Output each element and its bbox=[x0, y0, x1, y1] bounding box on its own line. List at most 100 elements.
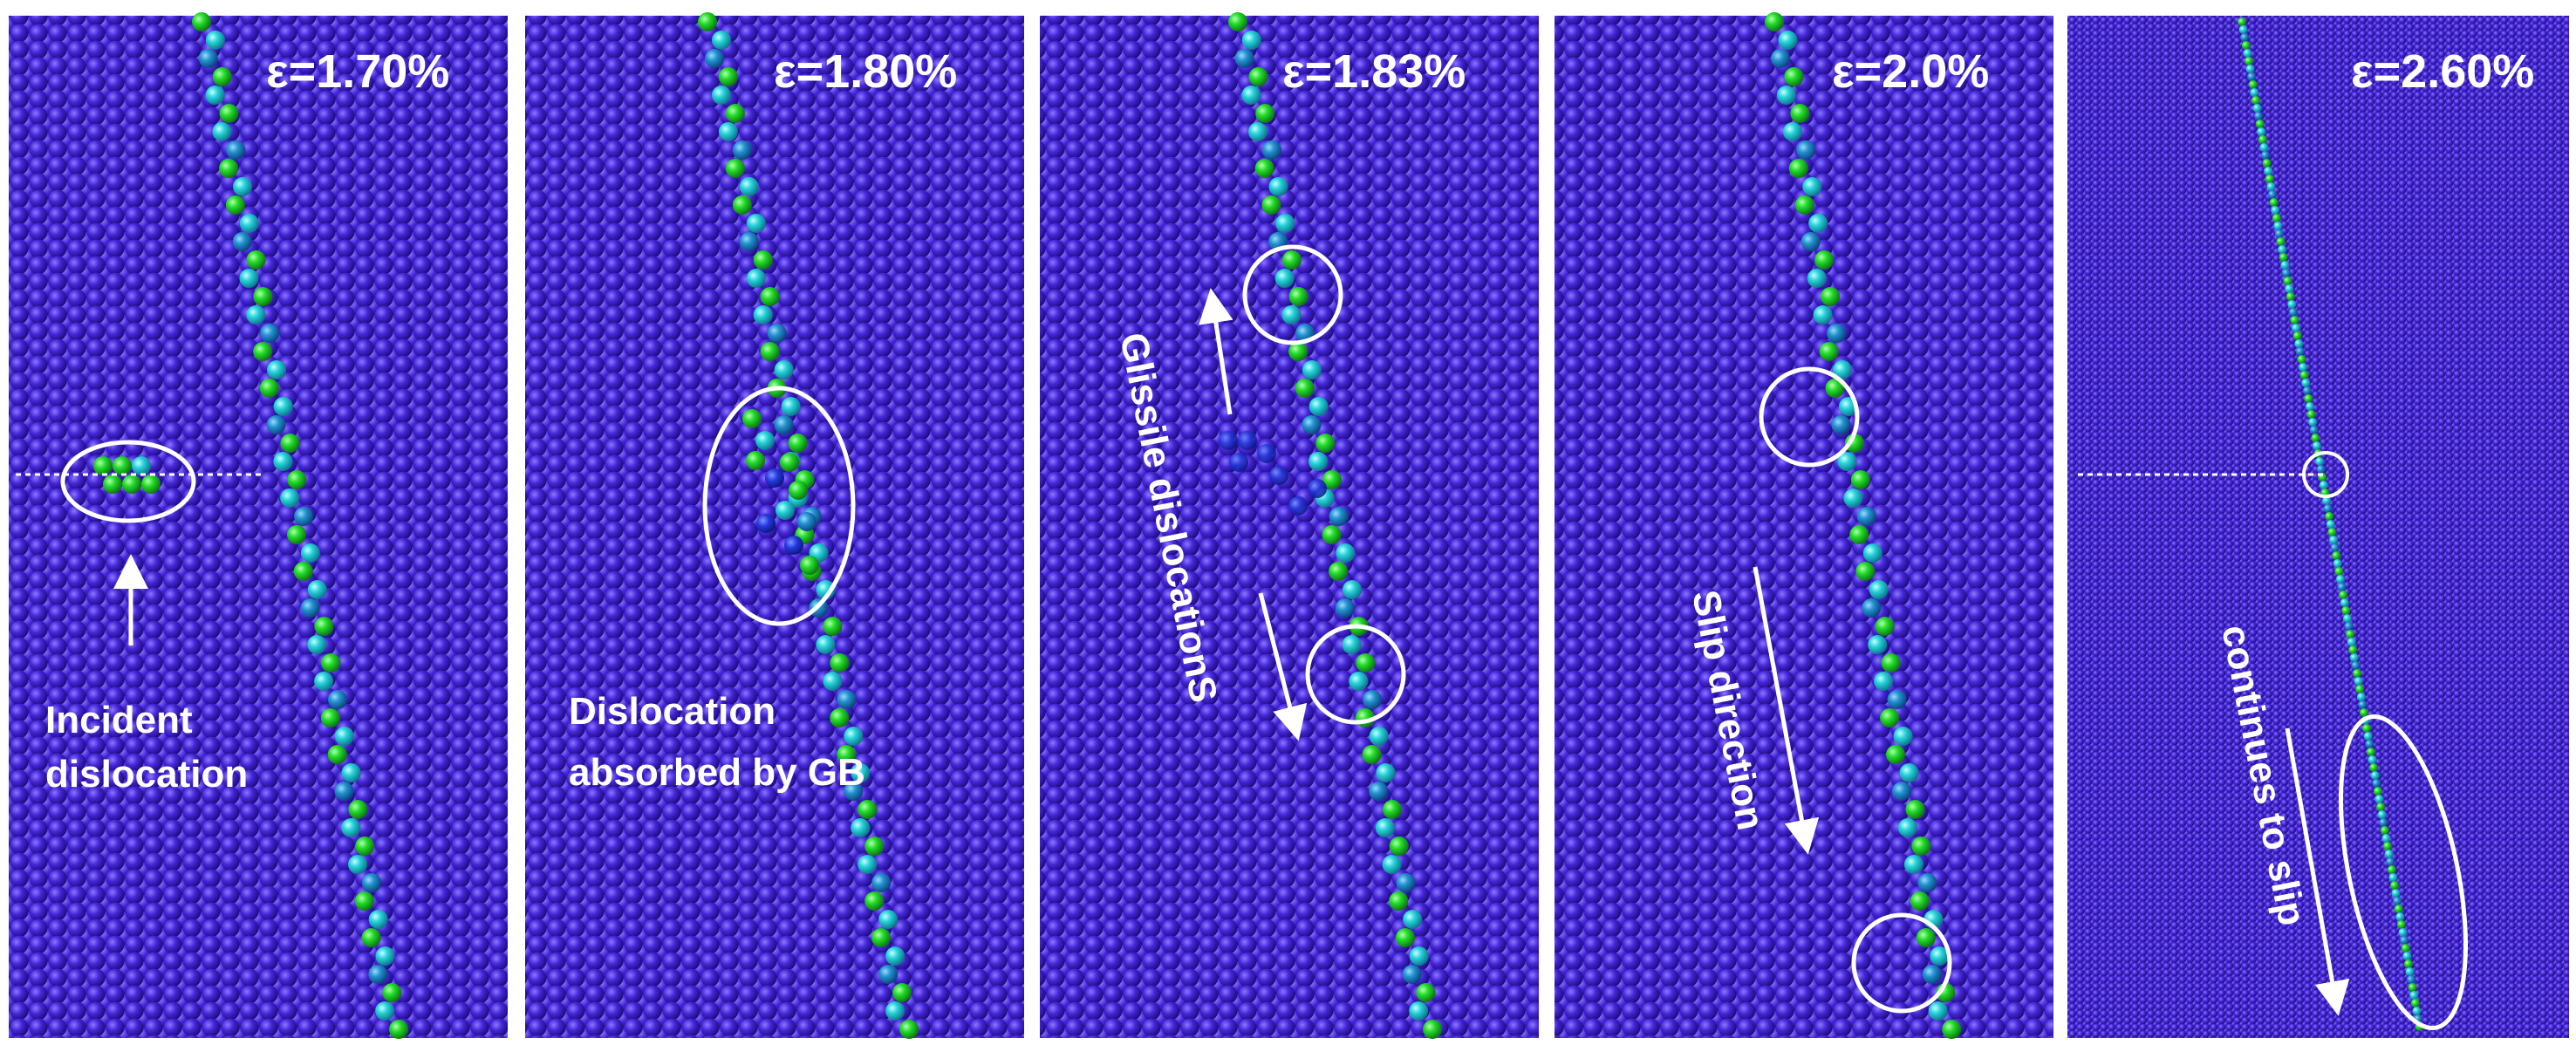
gb-atom bbox=[732, 195, 752, 215]
gb-atom bbox=[212, 122, 232, 141]
gb-atom bbox=[1875, 617, 1895, 636]
gb-atom bbox=[1389, 891, 1409, 911]
panel-5: ε=2.60% continues to slip bbox=[2067, 16, 2569, 1038]
gb-atom bbox=[1790, 104, 1810, 123]
gb-atom bbox=[712, 31, 731, 50]
gb-atom bbox=[1403, 910, 1423, 929]
gb-atom bbox=[2325, 512, 2334, 521]
gb-atom bbox=[341, 818, 361, 837]
gb-atom bbox=[280, 488, 300, 508]
gb-atom bbox=[2308, 418, 2318, 427]
gb-atom bbox=[1376, 763, 1396, 782]
gb-atom bbox=[2278, 245, 2287, 254]
gb-atom bbox=[2333, 559, 2342, 568]
gb-atom bbox=[2272, 214, 2281, 222]
panel-4-slip-arrow bbox=[1753, 566, 1820, 855]
gb-atom bbox=[321, 653, 341, 673]
gb-atom bbox=[2250, 88, 2259, 97]
gb-atom bbox=[899, 1020, 919, 1039]
gb-atom bbox=[1375, 818, 1395, 837]
gb-atom bbox=[2366, 748, 2375, 756]
gb-atom bbox=[2269, 198, 2279, 207]
gb-atom bbox=[851, 818, 871, 837]
gb-atom bbox=[232, 232, 252, 251]
gb-atom bbox=[1343, 580, 1362, 599]
gb-atom bbox=[2238, 17, 2246, 26]
gb-atom bbox=[2363, 732, 2373, 741]
gb-atom bbox=[2370, 771, 2380, 780]
gb-atom bbox=[2365, 740, 2374, 748]
gb-atom bbox=[2241, 41, 2251, 50]
gb-atom bbox=[1356, 653, 1376, 673]
gb-atom bbox=[2294, 339, 2304, 348]
gb-atom bbox=[2376, 803, 2386, 811]
gb-atom bbox=[1302, 415, 1322, 434]
gb-atom bbox=[219, 104, 239, 123]
panel-1-dislocation-circle bbox=[60, 440, 196, 523]
gb-atom bbox=[2348, 645, 2358, 654]
gb-atom bbox=[1416, 983, 1436, 1002]
panel-3-strain-label: ε=1.83% bbox=[1282, 45, 1466, 98]
gb-atom bbox=[1241, 31, 1261, 50]
gb-atom bbox=[1905, 800, 1925, 819]
gb-atom bbox=[1814, 250, 1835, 270]
gb-atom bbox=[273, 452, 293, 471]
gb-atom bbox=[267, 360, 286, 379]
gb-atom bbox=[2287, 300, 2297, 309]
gb-atom bbox=[1248, 67, 1268, 86]
gb-atom bbox=[2410, 999, 2420, 1007]
gb-atom bbox=[2312, 441, 2321, 450]
gb-atom bbox=[1308, 397, 1329, 416]
gb-atom bbox=[816, 635, 836, 654]
gb-atom bbox=[253, 287, 273, 306]
panel-2-annotation-line-1: Dislocation bbox=[569, 690, 776, 733]
gb-atom bbox=[2394, 905, 2403, 913]
gb-atom bbox=[314, 672, 334, 691]
gb-atom bbox=[1930, 946, 1950, 966]
gb-atom bbox=[1395, 928, 1415, 947]
gb-atom bbox=[1831, 415, 1851, 434]
gb-atom bbox=[1349, 672, 1369, 691]
gb-atom bbox=[287, 470, 307, 489]
gb-atom bbox=[328, 690, 347, 709]
gb-atom bbox=[2305, 402, 2314, 411]
gb-atom bbox=[192, 12, 211, 31]
gb-atom bbox=[1796, 140, 1816, 160]
panel-2-strain-label: ε=1.80% bbox=[774, 45, 957, 98]
panel-2-annotation: Dislocation absorbed by GB bbox=[569, 690, 865, 794]
gb-atom bbox=[327, 745, 347, 764]
gb-atom bbox=[1794, 195, 1814, 215]
gb-atom bbox=[753, 305, 773, 324]
gb-atom bbox=[788, 434, 808, 453]
gb-atom bbox=[2326, 520, 2335, 529]
gb-atom bbox=[1886, 745, 1905, 764]
gb-atom bbox=[1402, 965, 1422, 984]
gb-atom bbox=[1850, 470, 1870, 489]
gb-atom bbox=[2351, 661, 2361, 670]
gb-atom bbox=[1837, 452, 1857, 471]
gb-atom bbox=[253, 342, 273, 361]
gb-atom bbox=[2360, 708, 2368, 717]
gb-atom bbox=[2402, 952, 2412, 960]
gb-atom bbox=[2353, 669, 2361, 678]
gb-atom bbox=[2316, 465, 2326, 474]
gb-atom bbox=[2332, 551, 2341, 560]
gb-atom bbox=[294, 507, 314, 526]
gb-atom bbox=[1916, 928, 1936, 947]
gb-atom bbox=[2285, 284, 2294, 293]
gb-atom bbox=[1228, 12, 1247, 31]
gb-atom bbox=[1819, 342, 1839, 361]
gb-atom bbox=[1288, 342, 1308, 361]
panel-2-annotation-line-2: absorbed by GB bbox=[569, 751, 865, 794]
panel-1: ε=1.70% Incident dislocation bbox=[9, 12, 508, 1039]
gb-atom bbox=[1255, 104, 1275, 123]
gb-atom bbox=[2362, 724, 2372, 733]
gb-atom bbox=[382, 983, 402, 1002]
panel-5-slip-ellipse bbox=[2339, 714, 2468, 1030]
gb-atom bbox=[2323, 504, 2333, 513]
gb-atom bbox=[837, 745, 857, 764]
gb-atom bbox=[1389, 837, 1409, 856]
gb-atom bbox=[2381, 834, 2391, 843]
panel-1-annotation: Incident dislocation bbox=[45, 699, 248, 796]
gb-atom bbox=[711, 85, 731, 105]
